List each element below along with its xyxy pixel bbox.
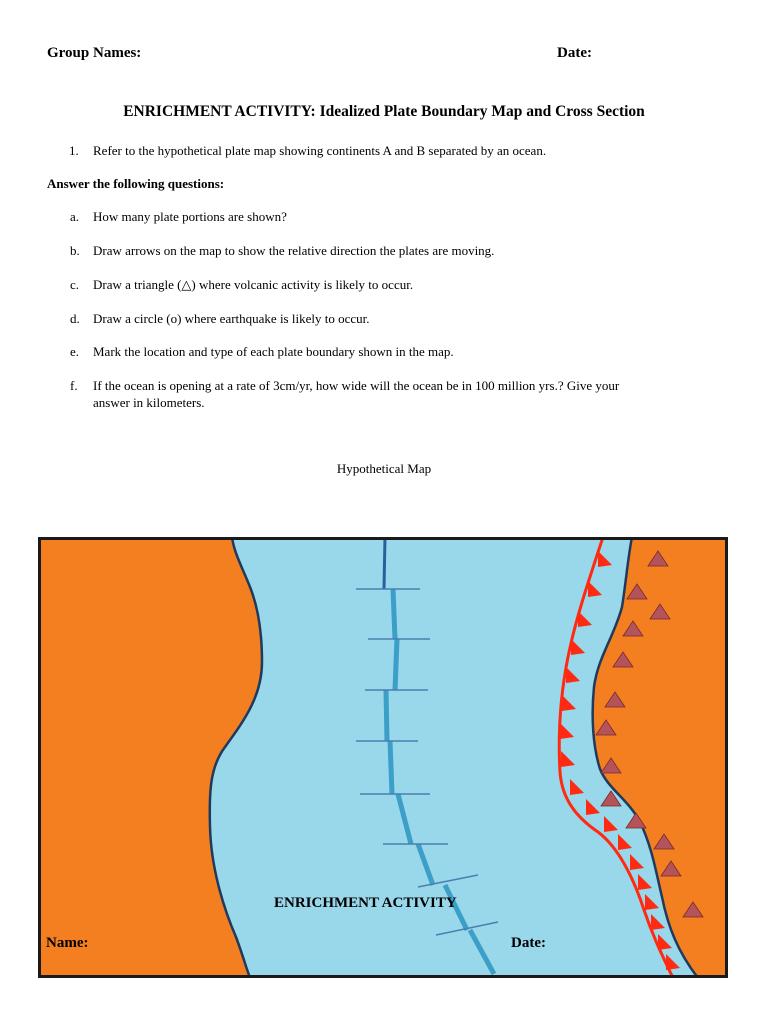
continent-a-coastline (208, 537, 264, 978)
volcano-icon (626, 583, 648, 600)
item-1-text: Refer to the hypothetical plate map show… (93, 143, 547, 158)
volcano-icon (660, 860, 682, 877)
subduction-tooth (578, 611, 592, 627)
overlay-name-label: Name: (46, 935, 89, 951)
subduction-tooth (562, 695, 576, 711)
item-1-marker: 1. (69, 143, 79, 158)
subduction-tooth (604, 816, 618, 832)
answer-heading: Answer the following questions: (47, 176, 225, 191)
subduction-tooth (651, 914, 665, 930)
ridge-segment (467, 928, 497, 976)
subduction-tooth (588, 581, 602, 597)
volcano-icon (612, 651, 634, 668)
continent-b (592, 537, 728, 978)
question-a-marker: a. (70, 209, 80, 224)
ridge-segment (395, 793, 414, 845)
subduction-tooth (586, 799, 600, 815)
group-names-label: Group Names: (47, 45, 142, 61)
subduction-tooth (645, 894, 659, 910)
question-e-text: Mark the location and type of each plate… (93, 344, 454, 359)
volcano-icon (653, 833, 675, 850)
overlay-date-label: Date: (511, 935, 546, 951)
question-c-marker: c. (70, 277, 80, 292)
volcano-icon (625, 812, 647, 829)
subduction-tooth (618, 834, 632, 850)
ridge-start-segment (382, 537, 387, 590)
volcano-icon (600, 790, 622, 807)
transform-fault (417, 874, 479, 888)
question-d-text: Draw a circle (o) where earthquake is li… (93, 311, 370, 326)
ridge-segment (392, 638, 400, 691)
subduction-teeth (560, 551, 680, 970)
volcano-icon (682, 901, 704, 918)
subduction-tooth (598, 551, 612, 567)
map-drawing (38, 537, 728, 978)
subduction-tooth (630, 854, 644, 870)
continent-a (38, 537, 262, 978)
question-b-text: Draw arrows on the map to show the relat… (93, 243, 495, 258)
question-b-marker: b. (70, 243, 80, 258)
subduction-tooth (658, 934, 672, 950)
subduction-tooth (571, 639, 585, 655)
transform-faults (356, 588, 499, 936)
volcano-icon (647, 550, 669, 567)
map-frame (38, 537, 728, 978)
subduction-zone-line (557, 537, 675, 978)
ridge-segment (442, 883, 470, 932)
question-f-text-cont: answer in kilometers. (93, 395, 205, 410)
continent-b-coastline (591, 537, 699, 978)
page-title: ENRICHMENT ACTIVITY: Idealized Plate Bou… (123, 103, 645, 120)
ridge-segment (390, 588, 398, 640)
subduction-tooth (561, 751, 575, 767)
ridge-segment (415, 843, 436, 886)
volcano-icon (595, 719, 617, 736)
transform-fault (435, 921, 499, 936)
question-e-marker: e. (70, 344, 80, 359)
volcano-icon (622, 620, 644, 637)
question-f-marker: f. (70, 378, 78, 393)
subduction-tooth (560, 723, 574, 739)
overlay-title: ENRICHMENT ACTIVITY (274, 895, 457, 911)
subduction-tooth (638, 874, 652, 890)
volcano-icon (604, 691, 626, 708)
hypothetical-map (38, 537, 728, 978)
volcano-markers (595, 550, 704, 918)
ridge-segment (383, 689, 390, 742)
question-c-text: Draw a triangle (△) where volcanic activ… (93, 277, 414, 292)
subduction-tooth (570, 779, 584, 795)
date-label: Date: (557, 45, 592, 61)
volcano-icon (649, 603, 671, 620)
question-d-marker: d. (70, 311, 80, 326)
mid-ocean-ridge (382, 537, 497, 976)
map-caption: Hypothetical Map (336, 461, 432, 476)
question-a-text: How many plate portions are shown? (93, 209, 287, 224)
question-f-text: If the ocean is opening at a rate of 3cm… (93, 378, 620, 393)
ridge-segment (387, 740, 395, 795)
subduction-tooth (666, 954, 680, 970)
volcano-icon (600, 757, 622, 774)
subduction-tooth (566, 667, 580, 683)
